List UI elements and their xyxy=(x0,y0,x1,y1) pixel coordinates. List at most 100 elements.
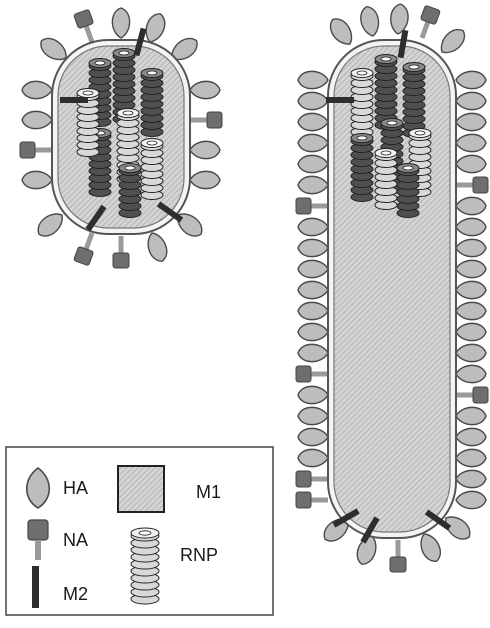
small-virion xyxy=(19,7,223,269)
rnp-segment xyxy=(118,163,142,218)
ha-spike xyxy=(111,7,131,39)
ha-spike xyxy=(455,301,487,321)
ha-spike xyxy=(455,112,487,132)
na-spike xyxy=(295,470,328,488)
ha-spike xyxy=(455,427,487,447)
ha-spike xyxy=(40,37,67,61)
ha-spike xyxy=(455,469,487,489)
ha-spike xyxy=(455,490,487,510)
rnp-segment xyxy=(140,68,164,137)
ha-spike xyxy=(297,280,329,300)
ha-spike xyxy=(455,70,487,90)
ha-spike xyxy=(297,343,329,363)
ha-spike xyxy=(189,80,221,100)
na-spike xyxy=(19,141,52,159)
na-spike xyxy=(112,236,130,269)
rnp-icon xyxy=(130,527,160,605)
ha-spike xyxy=(455,238,487,258)
m2-icon xyxy=(32,566,39,608)
ha-spike xyxy=(390,3,409,35)
filamentous-virion xyxy=(295,3,489,573)
ha-spike xyxy=(297,70,329,90)
ha-spike xyxy=(455,259,487,279)
m2-channel xyxy=(326,97,354,103)
legend-m2-label: M2 xyxy=(63,584,88,604)
ha-spike xyxy=(21,80,53,100)
ha-spike xyxy=(455,364,487,384)
ha-spike xyxy=(329,18,353,45)
ha-spike xyxy=(455,133,487,153)
ha-spike xyxy=(297,301,329,321)
legend-na-label: NA xyxy=(63,530,88,550)
na-spike xyxy=(190,111,223,129)
m2-channel xyxy=(156,201,184,223)
na-spike xyxy=(456,386,489,404)
ha-spike xyxy=(21,170,53,190)
ha-spike xyxy=(21,110,53,130)
m2-channel xyxy=(424,509,452,531)
ha-spike xyxy=(171,37,198,61)
rnp-segment xyxy=(350,68,374,137)
ha-spike xyxy=(189,170,221,190)
ha-spike xyxy=(297,427,329,447)
na-spike xyxy=(389,540,407,573)
legend-m1-label: M1 xyxy=(196,482,221,502)
legend-rnp-label: RNP xyxy=(180,545,218,565)
ha-spike xyxy=(455,343,487,363)
rnp-segment xyxy=(374,54,398,130)
ha-spike xyxy=(297,406,329,426)
na-spike xyxy=(73,232,95,266)
rnp-segment xyxy=(76,88,100,157)
ha-spike xyxy=(177,213,203,237)
filamentous-virion-m2-channels xyxy=(326,29,452,544)
ha-spike xyxy=(297,259,329,279)
na-spike xyxy=(295,491,328,509)
filamentous-virion-spikes xyxy=(295,3,489,573)
m1-icon xyxy=(117,465,165,513)
ha-spike xyxy=(297,322,329,342)
ha-spike xyxy=(189,140,221,160)
m2-channel xyxy=(332,508,360,528)
ha-spike xyxy=(145,13,166,43)
m2-channel xyxy=(360,516,380,544)
ha-spike xyxy=(297,175,329,195)
legend: HA NA M2 M1 RNP xyxy=(5,446,274,616)
m2-channel xyxy=(397,29,409,59)
ha-icon xyxy=(25,467,51,509)
legend-ha-label: HA xyxy=(63,478,88,498)
small-virion-m2-channels xyxy=(60,27,184,232)
ha-spike xyxy=(455,322,487,342)
na-spike xyxy=(419,5,441,39)
ha-spike xyxy=(455,406,487,426)
ha-spike xyxy=(455,448,487,468)
filamentous-virion-rnps xyxy=(350,54,432,218)
na-icon xyxy=(27,519,49,560)
m2-channel xyxy=(60,97,88,103)
m2-channel xyxy=(85,204,107,232)
rnp-segment xyxy=(402,62,426,138)
na-spike xyxy=(295,197,328,215)
ha-spike xyxy=(440,28,466,54)
ha-spike xyxy=(297,133,329,153)
rnp-segment xyxy=(396,163,420,218)
rnp-segment xyxy=(140,138,164,200)
ha-spike xyxy=(37,213,63,237)
m2-channel xyxy=(133,27,147,57)
ha-spike xyxy=(455,280,487,300)
na-spike xyxy=(73,9,95,43)
ha-spike xyxy=(147,232,168,262)
ha-spike xyxy=(297,217,329,237)
rnp-segment xyxy=(374,148,398,210)
ha-spike xyxy=(420,533,442,562)
ha-spike xyxy=(455,217,487,237)
ha-spike xyxy=(455,91,487,111)
na-spike xyxy=(295,365,328,383)
ha-spike xyxy=(360,5,380,37)
small-virion-rnps xyxy=(76,48,164,218)
ha-spike xyxy=(297,448,329,468)
rnp-segment xyxy=(350,133,374,202)
ha-spike xyxy=(297,154,329,174)
na-spike xyxy=(456,176,489,194)
ha-spike xyxy=(297,91,329,111)
